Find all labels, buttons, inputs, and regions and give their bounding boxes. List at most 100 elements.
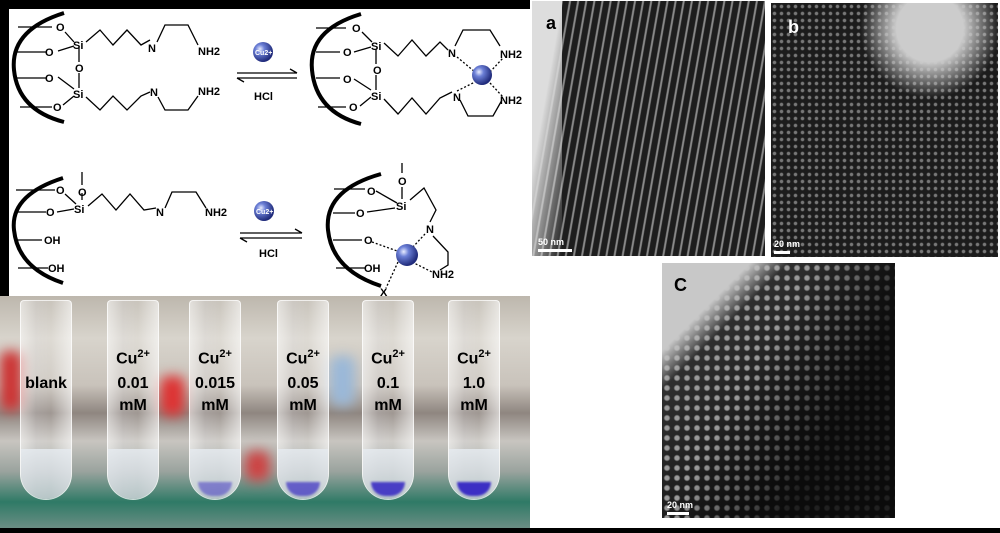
black-border-top bbox=[0, 0, 530, 9]
svg-text:O: O bbox=[349, 102, 358, 114]
black-border-left bbox=[0, 0, 9, 296]
svg-text:O: O bbox=[364, 235, 373, 247]
blue-precipitate bbox=[286, 482, 320, 496]
svg-text:O: O bbox=[343, 47, 352, 59]
tube-ion-label: Cu2+ bbox=[175, 344, 255, 369]
tube-unit-label: mM bbox=[289, 397, 317, 414]
test-tube bbox=[362, 300, 414, 500]
tube-unit-label: mM bbox=[201, 397, 229, 414]
scale-bar bbox=[538, 249, 572, 252]
ion-charge: 2+ bbox=[307, 348, 320, 360]
test-tube bbox=[20, 300, 72, 500]
svg-text:O: O bbox=[56, 22, 65, 34]
scale-bar-label: 20 nm bbox=[667, 500, 694, 510]
svg-text:OH: OH bbox=[44, 235, 61, 247]
svg-text:NH2: NH2 bbox=[198, 86, 220, 98]
ion-charge: 2+ bbox=[137, 348, 150, 360]
scale-bar bbox=[667, 512, 689, 515]
svg-text:O: O bbox=[45, 47, 54, 59]
ion-charge: 2+ bbox=[478, 348, 491, 360]
svg-text:OH: OH bbox=[364, 263, 381, 275]
svg-text:Cu2+: Cu2+ bbox=[256, 209, 273, 216]
tube-unit-label: mM bbox=[119, 397, 147, 414]
ion-symbol: Cu bbox=[286, 350, 308, 368]
svg-text:N: N bbox=[448, 48, 456, 60]
svg-text:OH: OH bbox=[48, 263, 65, 275]
svg-text:O: O bbox=[75, 63, 84, 75]
svg-text:O: O bbox=[343, 74, 352, 86]
svg-text:NH2: NH2 bbox=[500, 49, 522, 61]
ion-symbol: Cu bbox=[457, 350, 479, 368]
tube-concentration-label: 0.1 bbox=[376, 375, 400, 392]
svg-text:O: O bbox=[46, 207, 55, 219]
svg-text:HCl: HCl bbox=[254, 91, 273, 103]
tube-unit-label: mM bbox=[460, 397, 488, 414]
tube-concentration-label: 0.01 bbox=[117, 375, 149, 392]
svg-text:Si: Si bbox=[74, 204, 84, 216]
copper-ion-icon bbox=[472, 65, 492, 85]
svg-text:N: N bbox=[148, 43, 156, 55]
ion-charge: 2+ bbox=[392, 348, 405, 360]
test-tube bbox=[189, 300, 241, 500]
copper-ion-icon bbox=[253, 42, 273, 62]
copper-ion-icon bbox=[396, 244, 418, 266]
tube-ion-label: Cu2+ bbox=[93, 344, 173, 369]
svg-text:Si: Si bbox=[396, 201, 406, 213]
svg-text:O: O bbox=[367, 186, 376, 198]
tube-ion-label: Cu2+ bbox=[434, 344, 514, 369]
svg-text:NH2: NH2 bbox=[500, 95, 522, 107]
tube-concentration-label: 1.0 bbox=[462, 375, 486, 392]
svg-text:NH2: NH2 bbox=[432, 269, 454, 281]
panel-label-b: b bbox=[788, 17, 799, 37]
svg-text:O: O bbox=[356, 208, 365, 220]
blue-precipitate bbox=[198, 482, 232, 496]
ion-symbol: Cu bbox=[116, 350, 138, 368]
tube-liquid bbox=[21, 449, 71, 499]
ion-charge: 2+ bbox=[219, 348, 232, 360]
svg-text:N: N bbox=[426, 224, 434, 236]
tube-concentration-label: blank bbox=[25, 375, 67, 392]
black-border-bottom bbox=[0, 528, 1000, 533]
svg-text:O: O bbox=[398, 176, 407, 188]
tube-unit-label: mM bbox=[374, 397, 402, 414]
svg-text:N: N bbox=[150, 87, 158, 99]
svg-text:Si: Si bbox=[73, 89, 83, 101]
tem-image-a: a 50 nm bbox=[532, 1, 765, 256]
svg-text:O: O bbox=[56, 185, 65, 197]
svg-text:N: N bbox=[156, 207, 164, 219]
test-tube bbox=[277, 300, 329, 500]
tube-concentration-label: 0.015 bbox=[194, 375, 236, 392]
tube-ion-label: Cu2+ bbox=[348, 344, 428, 369]
ion-symbol: Cu bbox=[371, 350, 393, 368]
svg-text:NH2: NH2 bbox=[205, 207, 227, 219]
svg-text:Cu2+: Cu2+ bbox=[255, 50, 272, 57]
tem-image-c: C 20 nm bbox=[662, 263, 895, 518]
svg-text:X: X bbox=[380, 287, 388, 296]
svg-text:NH2: NH2 bbox=[198, 46, 220, 58]
svg-text:Si: Si bbox=[371, 91, 381, 103]
tube-ion-label: Cu2+ bbox=[263, 344, 343, 369]
scale-bar-label: 50 nm bbox=[538, 237, 565, 247]
test-tube bbox=[448, 300, 500, 500]
ion-symbol: Cu bbox=[198, 350, 220, 368]
blue-precipitate bbox=[457, 482, 491, 496]
svg-text:HCl: HCl bbox=[259, 248, 278, 260]
panel-label-a: a bbox=[546, 13, 557, 33]
svg-text:O: O bbox=[373, 65, 382, 77]
svg-text:O: O bbox=[53, 102, 62, 114]
blue-precipitate bbox=[371, 482, 405, 496]
scale-bar-label: 20 nm bbox=[774, 239, 801, 249]
tube-concentration-label: 0.05 bbox=[287, 375, 319, 392]
svg-text:Si: Si bbox=[73, 40, 83, 52]
svg-text:O: O bbox=[45, 73, 54, 85]
svg-text:O: O bbox=[352, 23, 361, 35]
scale-bar bbox=[774, 251, 790, 254]
svg-text:N: N bbox=[453, 92, 461, 104]
tube-liquid bbox=[108, 449, 158, 499]
panel-label-c: C bbox=[674, 275, 687, 295]
copper-ion-icons: Cu2+ Cu2+ bbox=[253, 42, 492, 266]
